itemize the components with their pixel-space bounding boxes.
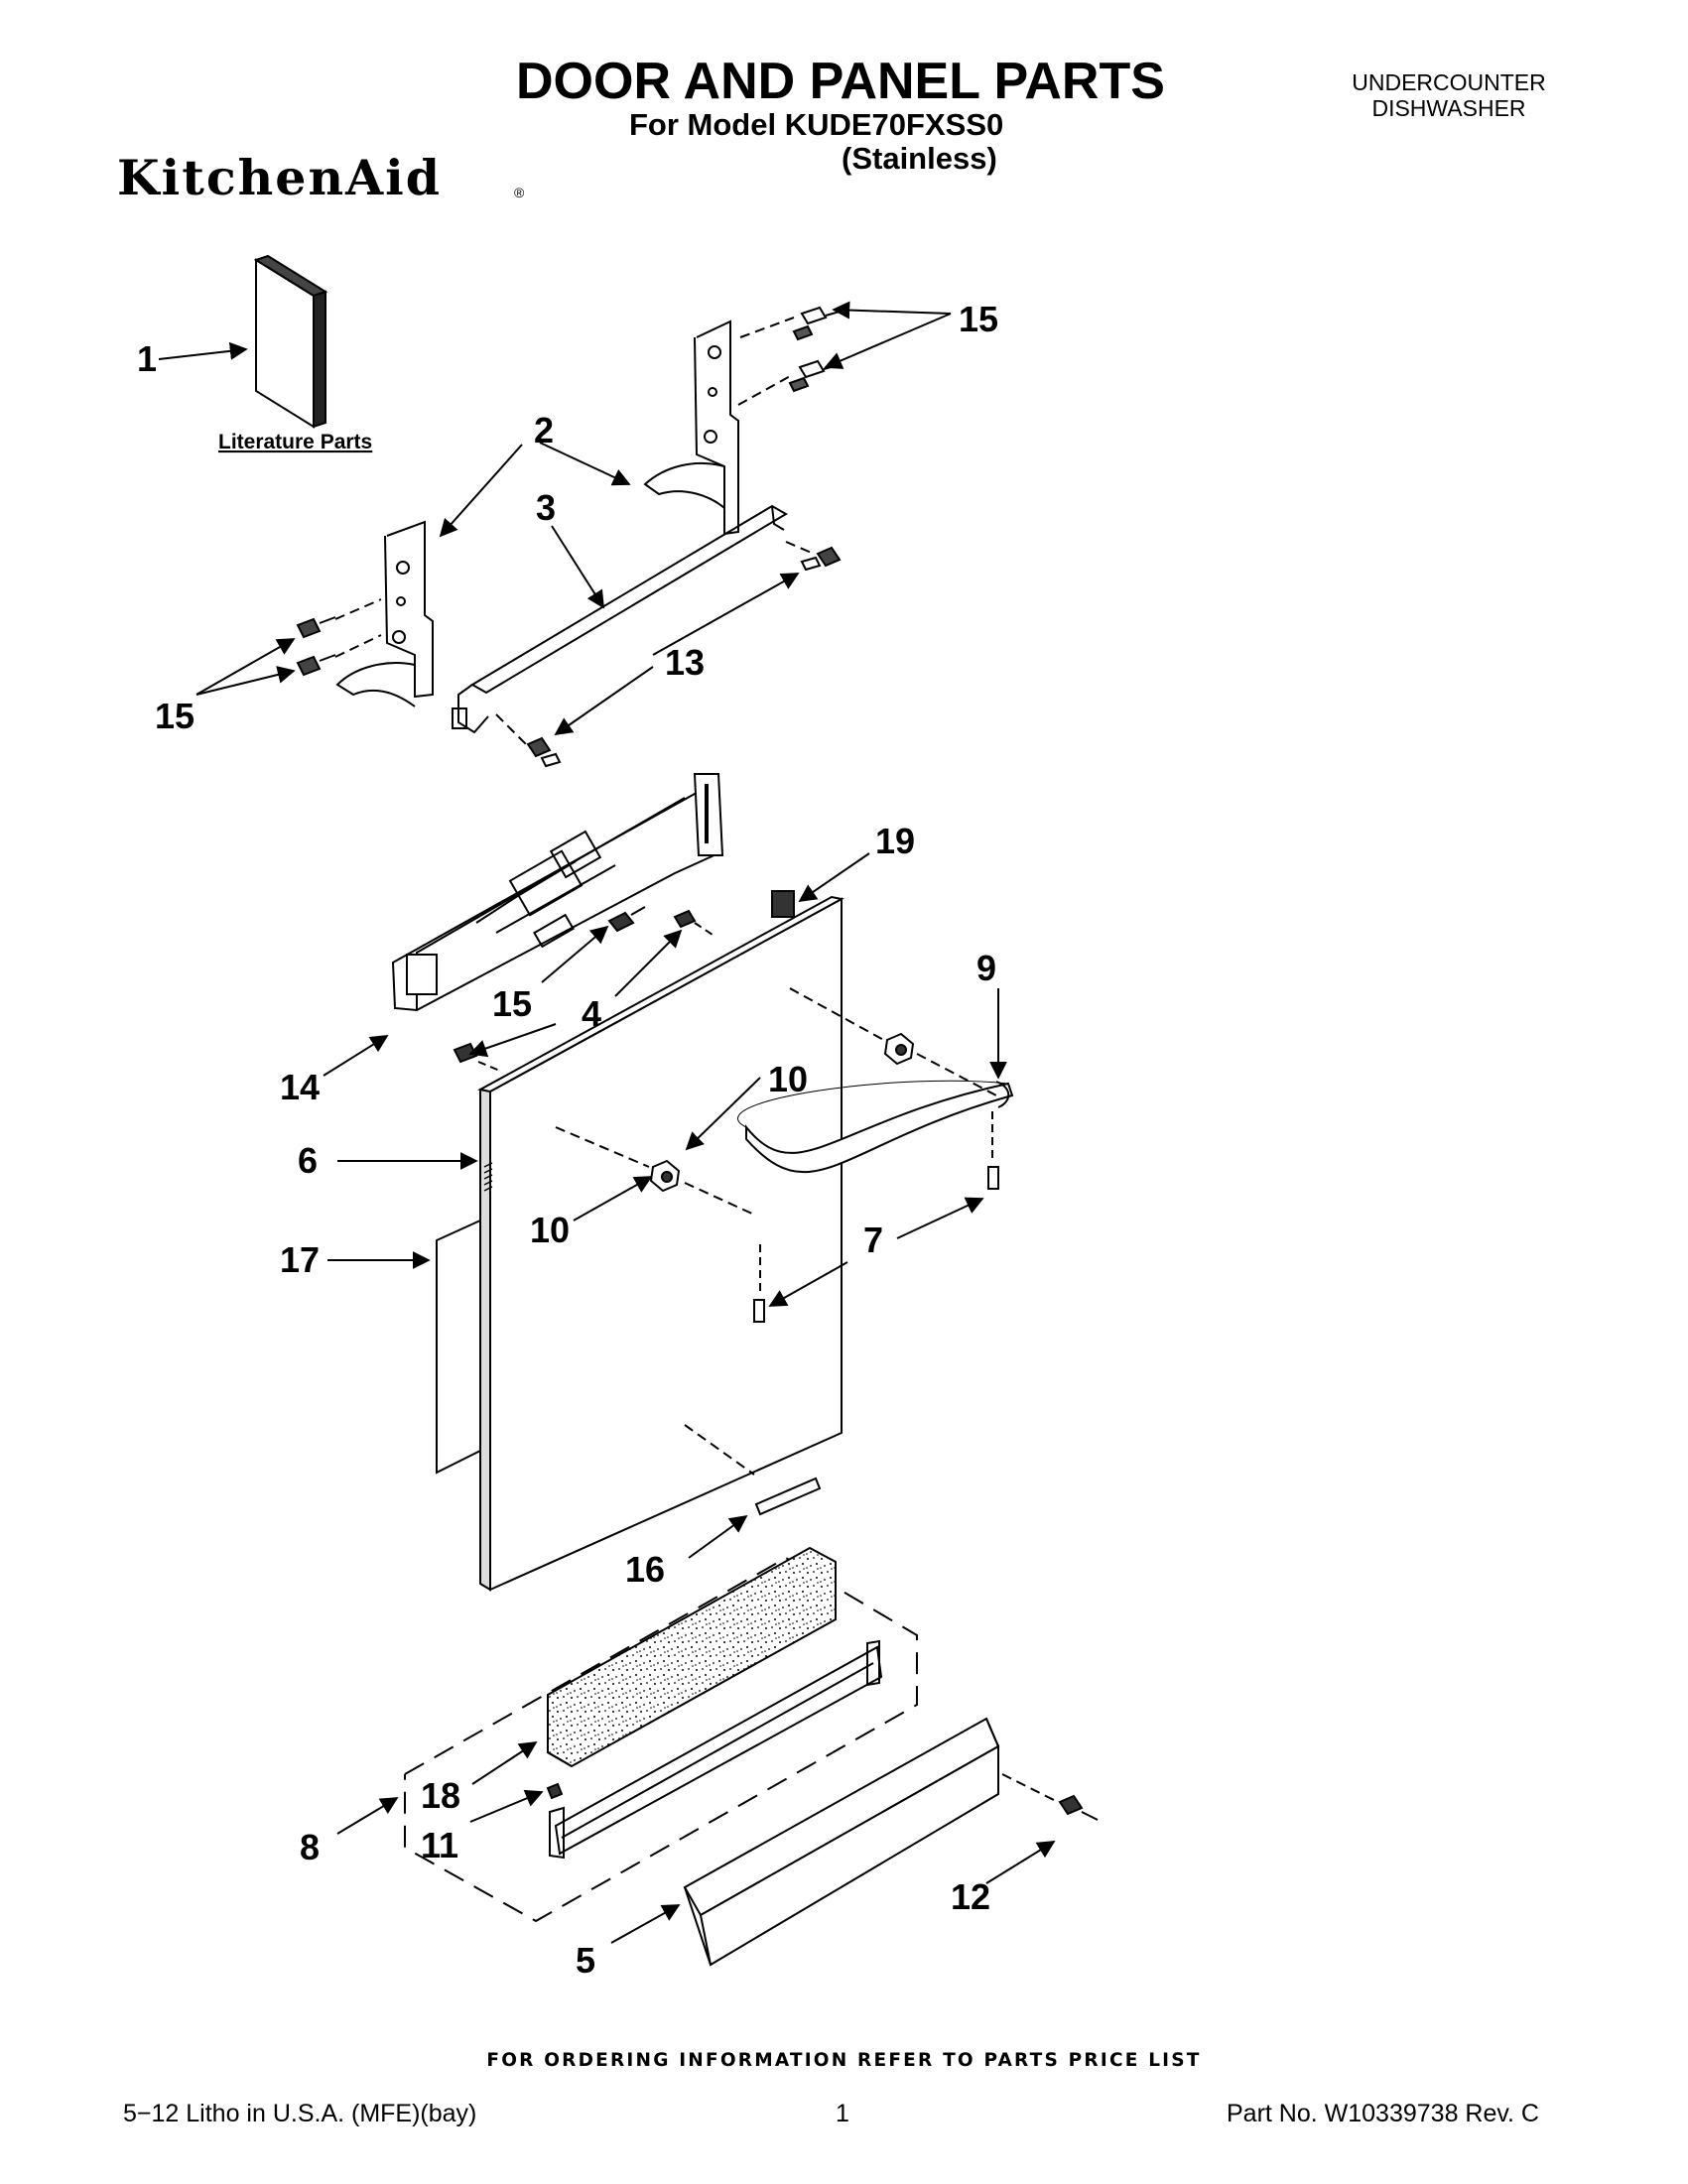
callout-10-lower: 10 — [530, 1210, 570, 1250]
literature-parts-label: Literature Parts — [218, 431, 372, 453]
upper-right-screws-icon — [788, 306, 841, 393]
upper-right-bracket — [643, 320, 739, 536]
callout-17: 17 — [280, 1239, 320, 1280]
door-clip — [771, 890, 795, 918]
callout-7: 7 — [863, 1220, 883, 1260]
kit-dashed-outline — [404, 1556, 918, 1923]
callout-2: 2 — [534, 410, 554, 450]
callout-18: 18 — [421, 1775, 460, 1816]
handle-end-caps-icon — [649, 1032, 915, 1193]
leader-arrows — [158, 301, 1056, 1944]
toe-kick-panel — [683, 1717, 1000, 1967]
callout-19: 19 — [875, 821, 915, 861]
callout-14: 14 — [280, 1067, 320, 1107]
callout-11: 11 — [421, 1825, 458, 1865]
small-clip — [546, 1782, 564, 1800]
callout-15-upper-right: 15 — [959, 299, 998, 339]
callout-16: 16 — [625, 1549, 665, 1590]
registered-mark: ® — [514, 185, 525, 200]
callout-12: 12 — [951, 1876, 990, 1917]
part-number: Part No. W10339738 Rev. C — [1227, 2100, 1539, 2127]
callout-3: 3 — [536, 487, 556, 528]
callout-10-upper: 10 — [768, 1059, 808, 1099]
callout-15-upper-left: 15 — [155, 696, 195, 736]
side-gasket — [436, 1219, 481, 1475]
page-title: DOOR AND PANEL PARTS — [516, 53, 1165, 110]
upper-rail — [452, 504, 788, 734]
literature-booklet-icon — [253, 254, 328, 429]
callout-9: 9 — [976, 948, 996, 988]
callout-13: 13 — [665, 642, 705, 683]
callout-15-module: 15 — [492, 983, 532, 1024]
outer-door-panel — [477, 895, 844, 1592]
litho-info: 5−12 Litho in U.S.A. (MFE)(bay) — [123, 2100, 477, 2127]
upper-left-screws-icon — [296, 616, 336, 677]
ordering-note: FOR ORDERING INFORMATION REFER TO PARTS … — [486, 2050, 1202, 2071]
finish-subtitle: (Stainless) — [842, 141, 997, 176]
control-module — [391, 773, 724, 1012]
model-subtitle: For Model KUDE70FXSS0 — [629, 107, 1004, 142]
toe-kick-screw-icon — [1058, 1794, 1099, 1821]
callout-5: 5 — [576, 1940, 595, 1981]
callout-6: 6 — [298, 1140, 318, 1181]
insulation-pad — [547, 1546, 837, 1768]
callout-labels: 1 2 3 13 15 15 19 9 15 4 14 10 6 10 7 17… — [137, 299, 998, 1981]
handle-pins-icon — [753, 1166, 999, 1323]
brand-badge — [754, 1477, 822, 1516]
callout-4: 4 — [582, 993, 601, 1034]
lower-door-frame — [549, 1639, 883, 1860]
diagram-artwork — [158, 254, 1099, 1967]
callout-8: 8 — [300, 1827, 320, 1867]
brand-logo: KitchenAid — [117, 149, 442, 206]
category-line-2: DISHWASHER — [1371, 95, 1526, 121]
rail-screws-icon — [526, 546, 842, 768]
upper-left-bracket — [335, 520, 434, 707]
page-number: 1 — [836, 2100, 849, 2127]
door-handle — [737, 1080, 1014, 1174]
callout-1: 1 — [137, 338, 157, 379]
category-line-1: UNDERCOUNTER — [1352, 69, 1546, 95]
